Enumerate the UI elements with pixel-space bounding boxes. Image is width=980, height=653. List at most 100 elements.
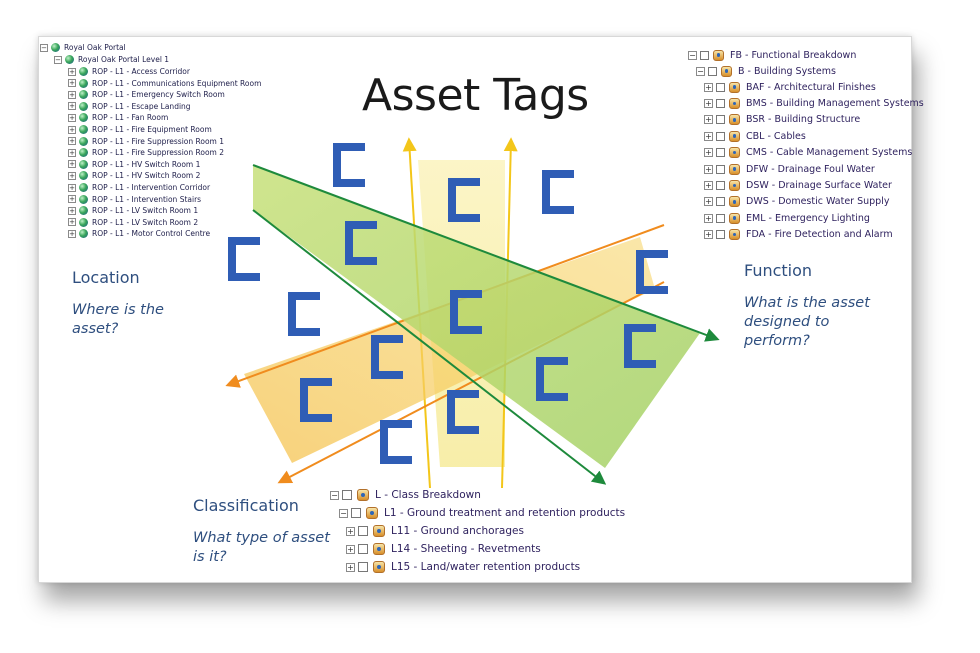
checkbox[interactable]: [716, 131, 725, 141]
function-tree-item[interactable]: +DSW - Drainage Surface Water: [704, 177, 892, 193]
location-tree-item[interactable]: +ROP - L1 - Fan Room: [68, 112, 168, 123]
expand-icon[interactable]: +: [68, 183, 76, 192]
location-tree-item[interactable]: +ROP - L1 - Motor Control Centre: [68, 228, 210, 239]
function-tree-item[interactable]: +BAF - Architectural Finishes: [704, 79, 876, 95]
collapse-icon[interactable]: −: [330, 490, 339, 500]
expand-icon[interactable]: +: [704, 230, 713, 240]
checkbox[interactable]: [716, 148, 725, 158]
location-tree-item[interactable]: +ROP - L1 - Intervention Corridor: [68, 182, 210, 193]
expand-icon[interactable]: +: [68, 195, 76, 204]
location-tree-item[interactable]: +ROP - L1 - LV Switch Room 1: [68, 205, 198, 216]
checkbox[interactable]: [716, 164, 725, 174]
class-tree-item[interactable]: +L11 - Ground anchorages: [346, 522, 524, 540]
collapse-icon[interactable]: −: [696, 66, 705, 76]
location-tree-item[interactable]: +ROP - L1 - Escape Landing: [68, 101, 191, 112]
expand-icon[interactable]: +: [704, 164, 713, 174]
expand-icon[interactable]: +: [68, 113, 76, 122]
bracket-tag-icon: [624, 324, 656, 368]
class-tree-root[interactable]: − L - Class Breakdown: [330, 486, 481, 504]
expand-icon[interactable]: +: [346, 544, 355, 554]
location-tree-level-label: Royal Oak Portal Level 1: [78, 55, 170, 64]
location-tree-item[interactable]: +ROP - L1 - Fire Suppression Room 1: [68, 136, 224, 147]
function-tree-item-label: DFW - Drainage Foul Water: [746, 163, 875, 175]
classification-heading: Classification: [193, 496, 299, 515]
bracket-tag-icon: [288, 292, 320, 336]
checkbox[interactable]: [700, 50, 709, 60]
expand-icon[interactable]: +: [68, 125, 76, 134]
checkbox[interactable]: [716, 180, 725, 190]
node-icon: [721, 65, 732, 77]
function-question: What is the asset designed to perform?: [744, 295, 870, 349]
function-tree-item[interactable]: +EML - Emergency Lighting: [704, 210, 870, 226]
collapse-icon[interactable]: −: [339, 508, 348, 518]
checkbox[interactable]: [716, 213, 725, 223]
collapse-icon[interactable]: −: [688, 50, 697, 60]
function-tree-item[interactable]: +DWS - Domestic Water Supply: [704, 194, 889, 210]
checkbox[interactable]: [342, 490, 352, 500]
expand-icon[interactable]: +: [704, 131, 713, 141]
expand-icon[interactable]: +: [704, 115, 713, 125]
expand-icon[interactable]: +: [68, 160, 76, 169]
location-tree-item[interactable]: +ROP - L1 - Intervention Stairs: [68, 194, 201, 205]
checkbox[interactable]: [358, 544, 368, 554]
expand-icon[interactable]: +: [704, 98, 713, 108]
expand-icon[interactable]: +: [704, 148, 713, 158]
collapse-icon[interactable]: −: [54, 55, 62, 64]
expand-icon[interactable]: +: [68, 206, 76, 215]
function-tree-item[interactable]: +BSR - Building Structure: [704, 112, 860, 128]
expand-icon[interactable]: +: [704, 180, 713, 190]
checkbox[interactable]: [716, 115, 725, 125]
expand-icon[interactable]: +: [68, 79, 76, 88]
expand-icon[interactable]: +: [704, 213, 713, 223]
location-tree-item[interactable]: +ROP - L1 - LV Switch Room 2: [68, 217, 198, 228]
function-tree-item[interactable]: + DFW - Drainage Foul Water: [704, 161, 875, 177]
expand-icon[interactable]: +: [68, 218, 76, 227]
class-tree-root-label: L - Class Breakdown: [375, 489, 481, 501]
class-tree-group-label: L1 - Ground treatment and retention prod…: [384, 507, 626, 519]
class-tree-item[interactable]: +L15 - Land/water retention products: [346, 558, 580, 576]
location-tree-item[interactable]: +ROP - L1 - Communications Equipment Roo…: [68, 78, 261, 89]
location-tree-item[interactable]: +ROP - L1 - Access Corridor: [68, 66, 190, 77]
node-icon: [729, 163, 740, 175]
checkbox[interactable]: [358, 526, 368, 536]
function-tree-group[interactable]: − B - Building Systems: [696, 63, 836, 79]
checkbox[interactable]: [351, 508, 361, 518]
globe-icon: [79, 78, 88, 88]
expand-icon[interactable]: +: [68, 137, 76, 146]
collapse-icon[interactable]: −: [40, 43, 48, 52]
location-tree-root[interactable]: − Royal Oak Portal: [40, 42, 126, 53]
function-tree-item[interactable]: +BMS - Building Management Systems: [704, 95, 924, 111]
expand-icon[interactable]: +: [68, 67, 76, 76]
checkbox[interactable]: [358, 562, 368, 572]
bracket-tag-icon: [300, 378, 332, 422]
checkbox[interactable]: [716, 82, 725, 92]
function-tree-root[interactable]: − FB - Functional Breakdown: [688, 47, 856, 63]
checkbox[interactable]: [708, 66, 717, 76]
expand-icon[interactable]: +: [68, 90, 76, 99]
expand-icon[interactable]: +: [346, 526, 355, 536]
expand-icon[interactable]: +: [346, 562, 355, 572]
function-tree-item[interactable]: +FDA - Fire Detection and Alarm: [704, 227, 893, 243]
location-tree-item[interactable]: +ROP - L1 - Emergency Switch Room: [68, 89, 225, 100]
expand-icon[interactable]: +: [68, 148, 76, 157]
expand-icon[interactable]: +: [704, 197, 713, 207]
location-tree-item[interactable]: +ROP - L1 - Fire Suppression Room 2: [68, 147, 224, 158]
location-tree-item[interactable]: +ROP - L1 - Fire Equipment Room: [68, 124, 212, 135]
checkbox[interactable]: [716, 230, 725, 240]
function-tree-item[interactable]: +CBL - Cables: [704, 128, 806, 144]
class-tree-group[interactable]: − L1 - Ground treatment and retention pr…: [339, 504, 625, 522]
globe-icon: [79, 229, 88, 239]
checkbox[interactable]: [716, 98, 725, 108]
location-tree-item[interactable]: +ROP - L1 - HV Switch Room 2: [68, 170, 200, 181]
node-icon: [373, 561, 385, 573]
function-tree-item[interactable]: +CMS - Cable Management Systems: [704, 145, 912, 161]
expand-icon[interactable]: +: [68, 229, 76, 238]
expand-icon[interactable]: +: [68, 102, 76, 111]
checkbox[interactable]: [716, 197, 725, 207]
location-tree-item[interactable]: +ROP - L1 - HV Switch Room 1: [68, 159, 200, 170]
location-tree-level[interactable]: − Royal Oak Portal Level 1: [54, 54, 169, 65]
class-tree-item[interactable]: +L14 - Sheeting - Revetments: [346, 540, 541, 558]
expand-icon[interactable]: +: [704, 82, 713, 92]
expand-icon[interactable]: +: [68, 171, 76, 180]
node-icon: [366, 507, 378, 519]
